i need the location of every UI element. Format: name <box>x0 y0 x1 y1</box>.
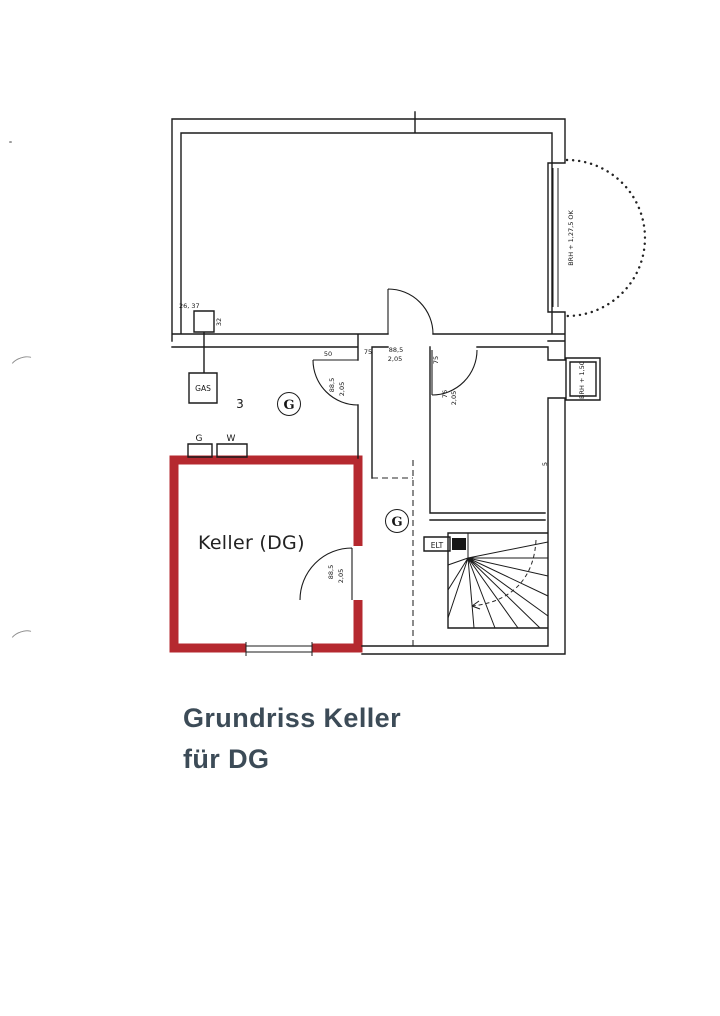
dim-50: 50 <box>324 350 332 358</box>
dotted-arc-window <box>565 158 647 318</box>
door-room3 <box>312 359 359 406</box>
walls <box>171 111 601 655</box>
stair-walkline-arrow <box>471 600 481 610</box>
dimension-texts: 26, 37 32 50 75 88,5 2,05 88,5 2,05 75 7… <box>179 209 586 583</box>
g-circle-lower <box>385 509 409 533</box>
drawing-title: Grundriss Keller für DG <box>183 698 401 779</box>
gas-symbols: G G <box>277 392 409 533</box>
dim-32: 32 <box>215 318 223 326</box>
elt-label: ELT <box>431 541 444 550</box>
dim-75-top: 75 <box>364 348 372 356</box>
staircase <box>447 533 549 629</box>
elt-filled-box <box>452 538 466 550</box>
door-right-room <box>431 349 478 396</box>
keller-door-gap <box>346 546 366 600</box>
dim-brh-top-window: BRH + 1,27,5 OK <box>567 209 575 265</box>
keller-room-outline <box>169 455 363 653</box>
keller-window-sill <box>245 642 313 656</box>
g-symbol-lower: G <box>391 515 402 530</box>
dim-brh-mid-window: BRH + 1,50 <box>578 361 586 399</box>
door-keller <box>299 547 353 601</box>
dim-2-05-left: 2,05 <box>338 382 346 396</box>
hidden-edge-dashed <box>372 460 414 646</box>
gas-label: GAS <box>195 384 211 393</box>
dim-88-5-left: 88,5 <box>328 378 336 392</box>
room3-label: 3 <box>236 397 244 411</box>
dim-2-05-keller: 2,05 <box>337 569 345 583</box>
dim-76: 76 <box>441 390 449 398</box>
keller-window-gap <box>246 640 312 656</box>
door-top-middle <box>387 288 434 335</box>
fixture-g-label: G <box>196 434 203 444</box>
scan-speck <box>9 141 12 143</box>
drawing-title-line1: Grundriss Keller <box>183 703 401 733</box>
g-circle-upper <box>277 392 301 416</box>
window-frame-hatch <box>552 168 559 307</box>
g-symbol-upper: G <box>283 398 294 413</box>
dim-75-right: 75 <box>432 356 440 364</box>
dim-5: 5 <box>541 462 549 466</box>
dim-2-05-right: 2,05 <box>450 391 458 405</box>
stair-treads <box>447 533 549 629</box>
drawing-title-line2: für DG <box>183 743 270 774</box>
dim-88-5-top: 88,5 <box>389 346 403 354</box>
dim-2-05-top: 2,05 <box>388 355 402 363</box>
fixture-w-label: W <box>227 434 236 444</box>
keller-room-highlight <box>169 455 366 656</box>
dim-26-37: 26, 37 <box>179 302 200 310</box>
dim-88-5-keller: 88,5 <box>327 565 335 579</box>
keller-room-label: Keller (DG) <box>198 532 305 554</box>
stair-walkline <box>471 539 537 607</box>
wall-lines <box>171 111 601 655</box>
door-swings <box>299 288 478 601</box>
